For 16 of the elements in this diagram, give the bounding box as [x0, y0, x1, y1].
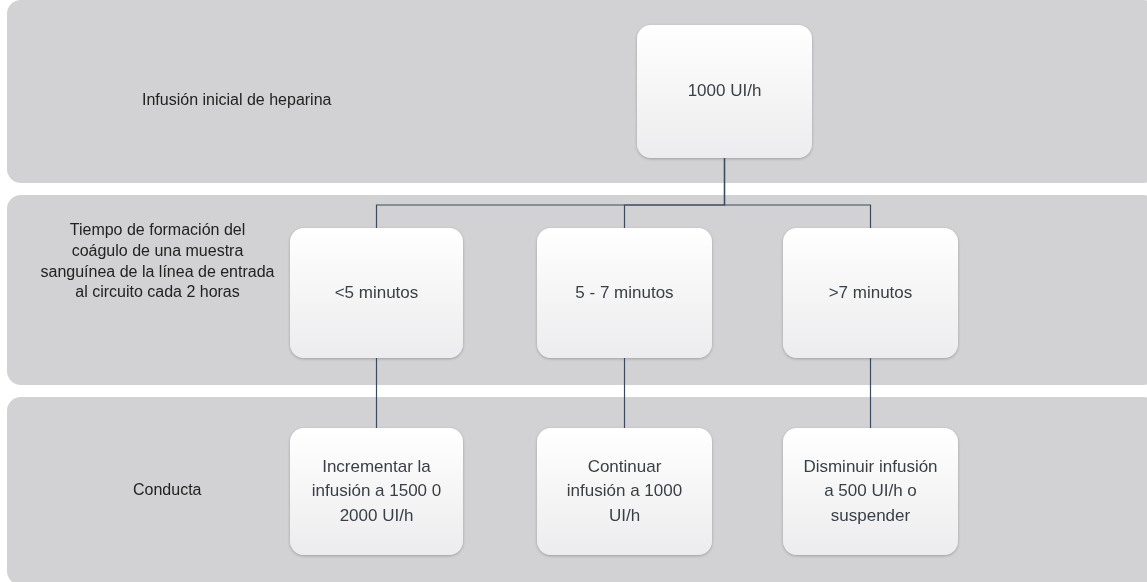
connector-line [375, 357, 378, 429]
connector-line [869, 357, 872, 429]
row-label: Tiempo de formación del coágulo de una muestra sanguínea de la línea de entrada al circuito cada 2 horas [40, 220, 275, 303]
process-box: >7 minutos [783, 228, 958, 358]
process-box: Continuar infusión a 1000 UI/h [537, 428, 712, 555]
process-box: Incrementar la infusión a 1500 0 2000 UI/h [290, 428, 463, 555]
process-box: <5 minutos [290, 228, 463, 358]
connector-line [723, 157, 872, 229]
row-band [7, 397, 1147, 582]
row-band [7, 195, 1147, 385]
process-box: Disminuir infusión a 500 UI/h o suspender [783, 428, 958, 555]
connector-line [623, 357, 626, 429]
row-label: Infusión inicial de heparina [142, 90, 333, 110]
process-box: 1000 UI/h [637, 25, 812, 158]
process-box: 5 - 7 minutos [537, 228, 712, 358]
row-band [7, 0, 1147, 183]
